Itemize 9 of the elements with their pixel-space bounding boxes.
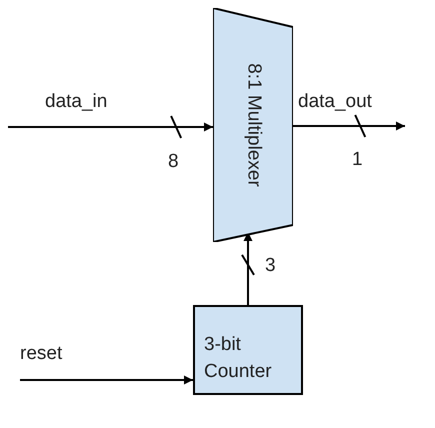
signal-label: data_out [298, 92, 372, 113]
bus-width-label: 1 [352, 150, 363, 169]
bus-width-label: 3 [265, 256, 276, 275]
multiplexer-trapezoid [213, 8, 293, 242]
signal-label: data_in [45, 92, 108, 113]
counter-box [193, 305, 303, 395]
multiplexer-label: 8:1 Multiplexer [242, 63, 264, 187]
bus-width-label: 8 [168, 152, 179, 171]
counter-label: 3-bit Counter [204, 333, 273, 384]
